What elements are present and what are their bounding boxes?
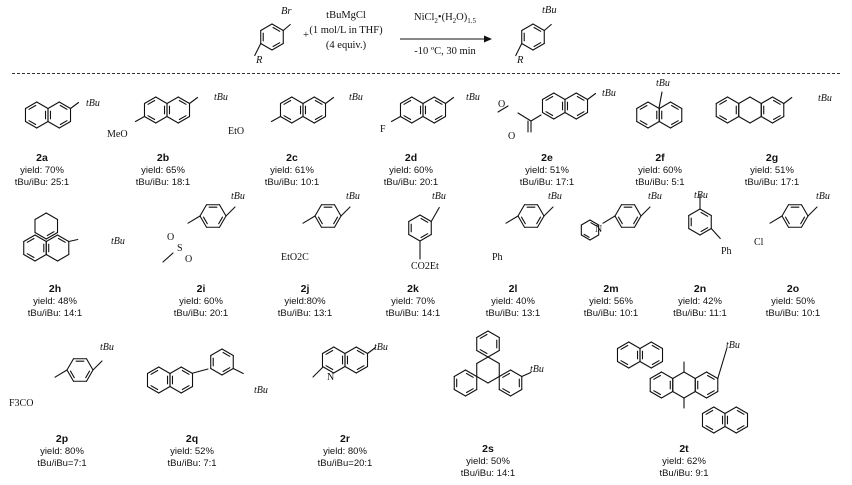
product-r-label: R <box>517 55 524 66</box>
s-label-2i: S <box>177 243 183 254</box>
f3co-label-2p: F3CO <box>9 398 34 409</box>
cl-label-2o: Cl <box>754 237 764 248</box>
tbu-label-2t: tBu <box>726 340 740 351</box>
tbu-label-2a: tBu <box>86 98 100 109</box>
tbu-label-2d: tBu <box>466 92 480 103</box>
structure-2o <box>769 204 818 228</box>
n-label-2r: N <box>327 372 335 383</box>
reaction-conditions: -10 ºC, 30 min <box>414 46 476 57</box>
tbu-label-2r: tBu <box>374 342 388 353</box>
tbu-label-2i: tBu <box>231 191 245 202</box>
structure-2m <box>580 204 651 241</box>
tbu-label-2o: tBu <box>816 191 830 202</box>
structure-2e <box>497 92 597 133</box>
product-tbu-label: tBu <box>542 5 557 16</box>
structure-aryl-tbu-product <box>515 23 552 57</box>
tbu-label-2c: tBu <box>349 92 363 103</box>
tbu-label-2j: tBu <box>346 191 360 202</box>
structure-2q <box>146 348 244 394</box>
tbu-label-2h: tBu <box>111 236 125 247</box>
section-divider <box>12 73 840 74</box>
structure-2l <box>505 204 554 228</box>
structure-2r <box>312 346 377 378</box>
reagent-concentration: (1 mol/L in THF) <box>309 25 383 36</box>
o-ether-label-2e: O <box>498 99 506 110</box>
tbu-label-2s: tBu <box>530 364 544 375</box>
o-carbonyl-label-2e: O <box>508 131 516 142</box>
structure-2i <box>162 204 236 263</box>
structure-2p <box>54 358 103 382</box>
structure-2b <box>134 96 199 124</box>
tbu-label-2p: tBu <box>100 342 114 353</box>
molecule-structures <box>23 23 818 434</box>
structure-2a <box>24 101 80 129</box>
structure-2h <box>23 212 79 262</box>
reactant-br-label: Br <box>281 6 292 17</box>
structure-2k <box>408 206 440 260</box>
structure-2g <box>715 96 793 124</box>
tbu-label-2g: tBu <box>818 93 832 104</box>
tbu-label-2b: tBu <box>214 92 228 103</box>
reactant-r-label: R <box>256 55 263 66</box>
reagent-name: tBuMgCl <box>326 10 366 21</box>
o-label-2i-a: O <box>167 232 175 243</box>
o-label-2i-b: O <box>185 254 193 265</box>
ph-label-2l: Ph <box>492 252 503 263</box>
structure-2n <box>688 194 721 240</box>
f-label-2d: F <box>380 124 386 135</box>
n-label-2m: N <box>595 224 603 235</box>
tbu-label-2n: tBu <box>694 190 708 201</box>
tbu-label-2q: tBu <box>254 385 268 396</box>
structure-2f <box>636 91 683 129</box>
tbu-label-2m: tBu <box>648 191 662 202</box>
reaction-arrow-head <box>484 35 492 43</box>
tbu-label-2f: tBu <box>656 78 670 89</box>
structure-2t <box>616 341 749 434</box>
structure-2j <box>302 204 351 228</box>
eto2c-label-2j: EtO2C <box>281 252 309 263</box>
tbu-label-2e: tBu <box>602 88 616 99</box>
meo-label-2b: MeO <box>107 129 128 140</box>
structure-2s <box>453 330 532 397</box>
ph-label-2n: Ph <box>721 246 732 257</box>
catalyst-label: NiCl2•(H2O)1.5 <box>413 12 477 25</box>
structure-aryl-bromide <box>254 23 291 57</box>
co2et-label-2k: CO2Et <box>411 261 439 272</box>
tbu-label-2l: tBu <box>548 191 562 202</box>
structure-2c <box>270 96 335 124</box>
tbu-label-2k: tBu <box>432 191 446 202</box>
plus-sign: + <box>303 30 309 41</box>
reagent-equivalents: (4 equiv.) <box>325 40 367 51</box>
structure-2d <box>390 96 455 124</box>
eto-label-2c: EtO <box>228 126 245 137</box>
